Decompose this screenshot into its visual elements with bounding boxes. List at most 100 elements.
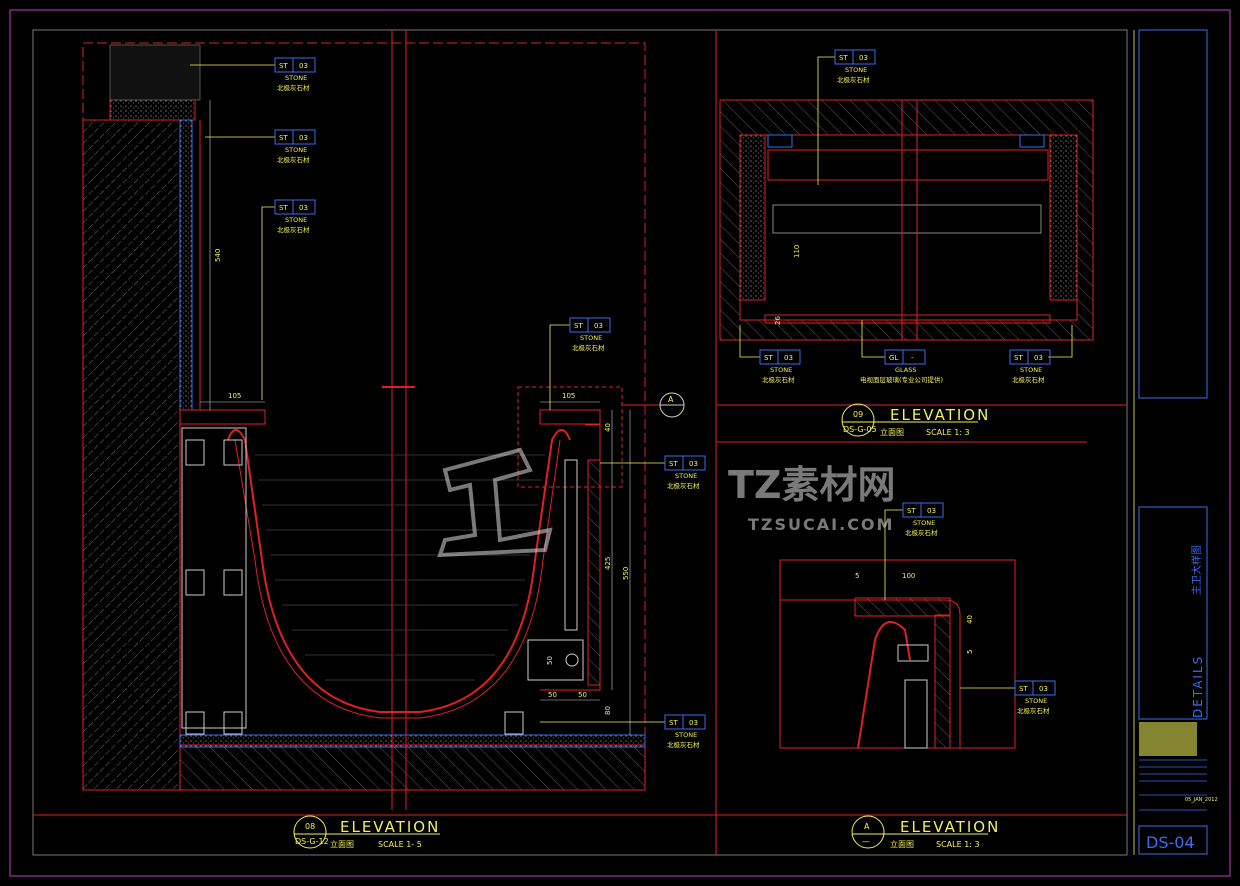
watermark-brand: TZ素材网 (728, 463, 895, 507)
section-marker-a[interactable]: A (622, 392, 685, 418)
label-text: SCALE 1: 3 (936, 840, 980, 849)
dim-40: 40 (604, 423, 612, 432)
label-text: SCALE 1- 5 (378, 840, 422, 849)
label-text: 北极灰石材 (1017, 706, 1050, 715)
label-text: 北极灰石材 (1012, 375, 1045, 384)
dim-550: 550 (622, 567, 630, 580)
label-text: STONE (675, 731, 697, 739)
elevation-08-drawing (82, 30, 646, 810)
label-text: ST (907, 507, 916, 515)
dim-50-a: 50 (546, 656, 554, 665)
label-text: ST (764, 354, 773, 362)
label-text: 03 (689, 719, 698, 727)
label-text: 北极灰石材 (277, 155, 310, 164)
label-text: 北极灰石材 (667, 481, 700, 490)
title-elevation-09: 09 DS-G-05 ELEVATION 立面图 SCALE 1: 3 (841, 403, 990, 437)
watermark: TZ素材网 TZSUCAI.COM (728, 463, 895, 534)
label-text: ELEVATION (900, 818, 1000, 836)
label-text: 立面图 (890, 839, 914, 849)
dim-110: 110 (793, 245, 801, 258)
label-text: — (862, 837, 870, 846)
watermark-url: TZSUCAI.COM (748, 515, 894, 534)
label-text: STONE (285, 146, 307, 154)
label-text: ST (1019, 685, 1028, 693)
dim-50-c: 50 (578, 691, 587, 699)
label-text: ST (669, 460, 678, 468)
label-text: 03 (689, 460, 698, 468)
label-text: A (864, 822, 870, 831)
dim-425: 425 (604, 557, 612, 570)
title-elevation-08: 08 DS-G-12 ELEVATION 立面图 SCALE 1- 5 (293, 815, 440, 849)
label-text: 北极灰石材 (905, 528, 938, 537)
label-text: ELEVATION (890, 406, 990, 424)
dim-50-b: 50 (548, 691, 557, 699)
label-text: DS-G-05 (843, 425, 877, 434)
drawing-name-cn: 主卫大样图 (1190, 545, 1203, 595)
title-elevation-a: A — ELEVATION 立面图 SCALE 1: 3 (851, 815, 1000, 849)
dim-80: 80 (604, 706, 612, 715)
label-text: ST (279, 62, 288, 70)
label-text: ELEVATION (340, 818, 440, 836)
elevation-09-drawing: 110 26 (719, 99, 1094, 341)
label-text: 03 (1034, 354, 1043, 362)
label-text: STONE (285, 216, 307, 224)
dim-5-top: 5 (855, 572, 859, 580)
label-text: 立面图 (880, 427, 904, 437)
dim-540: 540 (214, 249, 222, 262)
dim-105-left: 105 (228, 392, 241, 400)
label-text: DS-G-12 (295, 837, 329, 846)
label-text: STONE (285, 74, 307, 82)
label-text: - (911, 354, 914, 362)
elevation-08-dimensions: 540 105 105 40 425 550 50 50 50 80 (200, 100, 631, 735)
label-text: STONE (845, 66, 867, 74)
label-text: ST (279, 204, 288, 212)
label-text: 03 (859, 54, 868, 62)
section-marker-label: A (668, 395, 674, 404)
dim-40-detail: 40 (966, 615, 974, 624)
label-text: 03 (784, 354, 793, 362)
label-text: 电视面层玻璃(专业公司提供) (860, 375, 943, 384)
sheet-border (9, 9, 1231, 877)
sheet-number: DS-04 (1146, 833, 1195, 852)
label-text: GL (889, 354, 898, 362)
label-text: 北极灰石材 (762, 375, 795, 384)
label-text: 03 (299, 134, 308, 142)
label-text: STONE (580, 334, 602, 342)
dim-100: 100 (902, 572, 915, 580)
label-text: STONE (675, 472, 697, 480)
drawing-frame (32, 29, 1128, 856)
label-text: SCALE 1: 3 (926, 428, 970, 437)
dim-5-side: 5 (966, 650, 974, 654)
label-text: ST (574, 322, 583, 330)
label-text: ST (839, 54, 848, 62)
label-text: STONE (1020, 366, 1042, 374)
drawing-name-en: DETAILS (1191, 655, 1205, 718)
dim-26: 26 (774, 316, 782, 325)
label-text: 03 (927, 507, 936, 515)
label-text: 北极灰石材 (572, 343, 605, 352)
label-text: 03 (594, 322, 603, 330)
label-text: STONE (1025, 697, 1047, 705)
label-text: 08 (305, 822, 315, 831)
label-text: 03 (299, 62, 308, 70)
title-block: 主卫大样图 DETAILS 05_JAN_2012 DS-04 (1133, 29, 1218, 855)
label-text: 03 (299, 204, 308, 212)
label-text: ST (669, 719, 678, 727)
label-text: 09 (853, 410, 863, 419)
watermark-logo (437, 447, 553, 558)
label-text: 北极灰石材 (277, 225, 310, 234)
label-text: STONE (770, 366, 792, 374)
